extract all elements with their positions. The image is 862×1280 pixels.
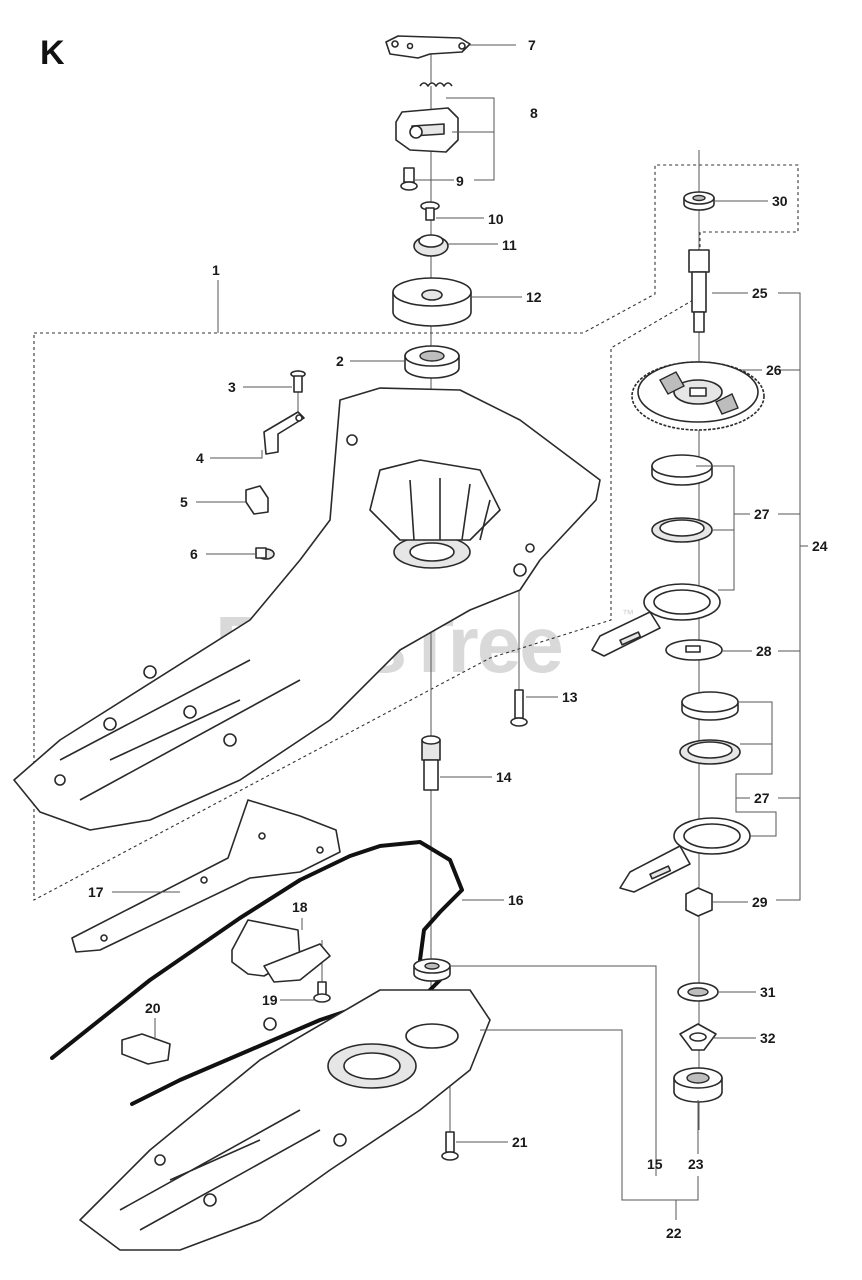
part-1-gear-housing xyxy=(13,387,601,831)
callout-13: 13 xyxy=(562,689,578,705)
callout-14: 14 xyxy=(496,769,512,785)
callout-7: 7 xyxy=(528,37,536,53)
part-32-clip xyxy=(679,1023,717,1051)
callout-30: 30 xyxy=(772,193,788,209)
part-23-bearing xyxy=(673,1067,723,1103)
callout-29: 29 xyxy=(752,894,768,910)
callout-8: 8 xyxy=(530,105,538,121)
callout-27-upper: 27 xyxy=(754,506,770,522)
part-29-nut xyxy=(685,887,713,917)
callout-11: 11 xyxy=(502,237,517,253)
assembly-1-outline xyxy=(33,164,799,901)
callout-23: 23 xyxy=(688,1156,704,1172)
part-15-bearing xyxy=(413,958,451,982)
part-16-gasket-cord xyxy=(50,840,464,1106)
part-11-bushing xyxy=(413,234,449,257)
callout-20: 20 xyxy=(145,1000,161,1016)
callout-27-lower: 27 xyxy=(754,790,770,806)
part-14-pinion xyxy=(421,735,441,791)
part-27-upper-group xyxy=(591,454,721,657)
callout-26: 26 xyxy=(766,362,782,378)
part-22-lower-cover xyxy=(79,989,491,1251)
callout-15: 15 xyxy=(647,1156,663,1172)
part-20-clip xyxy=(121,1033,171,1065)
callout-28: 28 xyxy=(756,643,772,659)
callout-6: 6 xyxy=(190,546,198,562)
part-8-clutch-spring xyxy=(395,82,459,153)
part-26-gear xyxy=(631,361,765,431)
callout-9: 9 xyxy=(456,173,464,189)
callout-17: 17 xyxy=(88,884,104,900)
callout-1: 1 xyxy=(212,262,220,278)
callout-4: 4 xyxy=(196,450,204,466)
callout-21: 21 xyxy=(512,1134,528,1150)
callout-22: 22 xyxy=(666,1225,682,1241)
callout-3: 3 xyxy=(228,379,236,395)
part-31-washer xyxy=(677,982,719,1002)
section-label: K xyxy=(40,34,65,72)
part-30-washer xyxy=(683,191,715,211)
part-9-screw xyxy=(400,167,418,191)
callout-25: 25 xyxy=(752,285,768,301)
callout-2: 2 xyxy=(336,353,344,369)
part-21-screw xyxy=(441,1131,459,1161)
part-5-clip xyxy=(245,485,269,515)
part-3-screw xyxy=(290,370,306,393)
callout-31: 31 xyxy=(760,984,776,1000)
part-25-shaft xyxy=(688,249,710,333)
callout-10: 10 xyxy=(488,211,504,227)
callout-12: 12 xyxy=(526,289,542,305)
part-4-bracket xyxy=(263,411,305,455)
part-12-cup xyxy=(392,277,472,327)
part-7-plate xyxy=(385,35,471,59)
part-6-plug xyxy=(255,547,275,560)
part-18-bracket xyxy=(231,919,331,983)
callout-numbers: 7 8 9 10 11 12 1 2 3 4 5 6 13 14 16 17 1… xyxy=(88,37,828,1241)
watermark-trademark: ™ xyxy=(622,607,634,621)
part-27-lower-group xyxy=(619,691,751,893)
callout-5: 5 xyxy=(180,494,188,510)
callout-16: 16 xyxy=(508,892,524,908)
callout-32: 32 xyxy=(760,1030,776,1046)
part-28-washer xyxy=(665,639,723,661)
callout-18: 18 xyxy=(292,899,308,915)
callout-24: 24 xyxy=(812,538,828,554)
callout-19: 19 xyxy=(262,992,278,1008)
part-19-screw xyxy=(313,981,331,1003)
part-2-bearing xyxy=(404,345,460,379)
part-10-screw xyxy=(420,201,440,221)
leader-lines xyxy=(112,44,808,1220)
part-13-screw xyxy=(510,689,528,727)
part-17-plate xyxy=(71,799,341,953)
